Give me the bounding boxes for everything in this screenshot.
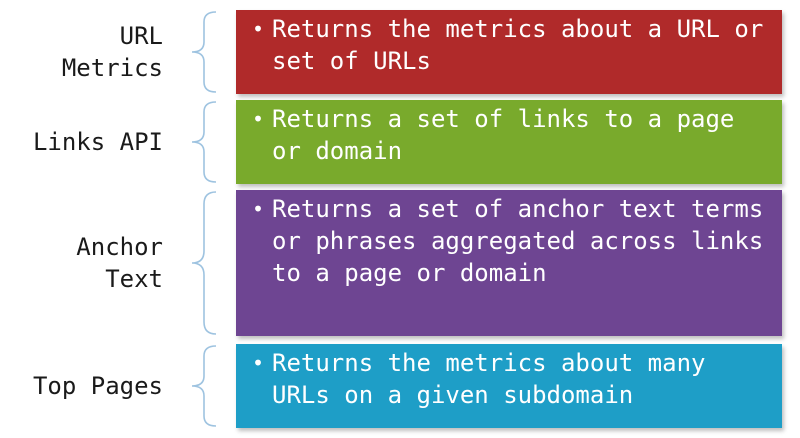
label-line: Anchor (76, 233, 163, 261)
brace-icon (186, 344, 222, 428)
row-url-metrics: URL Metrics • Returns the metrics about … (0, 10, 800, 94)
description-text: Returns the metrics about a URL or set o… (272, 15, 764, 75)
label-anchor-text: Anchor Text (0, 190, 163, 336)
description-text: Returns a set of anchor text terms or ph… (272, 195, 764, 287)
bullet-icon: • (252, 107, 265, 131)
brace-icon (186, 100, 222, 184)
row-links-api: Links API • Returns a set of links to a … (0, 100, 800, 184)
description-box-links-api: • Returns a set of links to a page or do… (236, 100, 782, 184)
label-url-metrics: URL Metrics (0, 10, 163, 94)
description-box-anchor-text: • Returns a set of anchor text terms or … (236, 190, 782, 336)
label-line: Metrics (61, 54, 163, 82)
label-line: Links API (32, 128, 163, 156)
label-top-pages: Top Pages (0, 344, 163, 428)
bullet-icon: • (252, 17, 265, 41)
label-links-api: Links API (0, 100, 163, 184)
row-top-pages: Top Pages • Returns the metrics about ma… (0, 344, 800, 428)
brace-icon (186, 10, 222, 94)
description-box-url-metrics: • Returns the metrics about a URL or set… (236, 10, 782, 94)
bullet-icon: • (252, 197, 265, 221)
description-box-top-pages: • Returns the metrics about many URLs on… (236, 344, 782, 428)
brace-icon (186, 190, 222, 336)
row-anchor-text: Anchor Text • Returns a set of anchor te… (0, 190, 800, 336)
description-text: Returns the metrics about many URLs on a… (272, 349, 706, 409)
label-line: URL (119, 22, 163, 50)
bullet-icon: • (252, 351, 265, 375)
label-line: Top Pages (32, 372, 163, 400)
description-text: Returns a set of links to a page or doma… (272, 105, 735, 165)
label-line: Text (105, 265, 163, 293)
